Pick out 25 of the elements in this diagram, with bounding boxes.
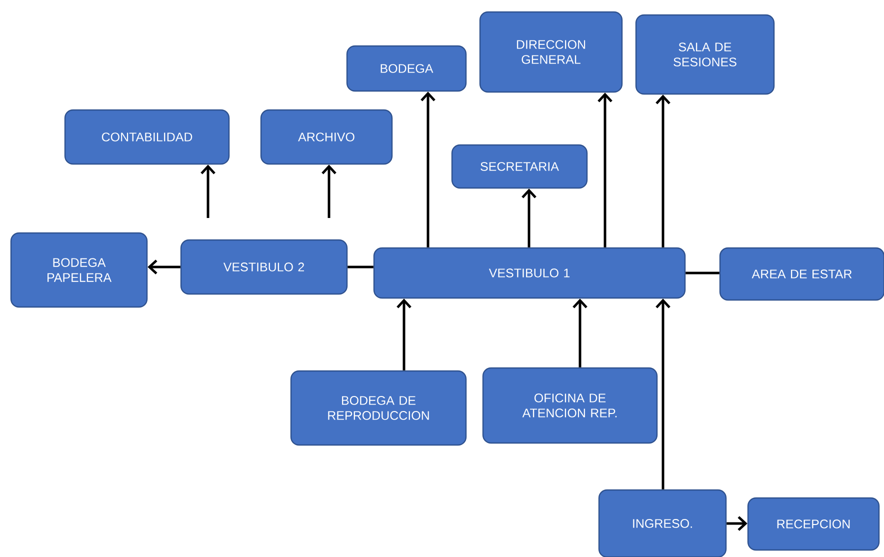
room-box: SALA DE SESIONES [635,14,775,95]
arrow [726,516,748,531]
room-box: SECRETARIA [451,144,588,189]
arrow [656,94,670,248]
arrow [572,298,588,368]
room-box: BODEGA [346,45,467,92]
arrow [148,260,180,274]
room-box: BODEGA PAPELERA [10,232,148,308]
arrow [598,92,612,248]
room-box: INGRESO. [598,489,727,557]
room-box: BODEGA DE REPRODUCCION [290,370,467,446]
room-box: OFICINA DE ATENCION REP. [482,367,658,444]
room-box: DIRECCION GENERAL [479,11,623,93]
room-box: RECEPCION [747,497,880,551]
room-box: AREA DE ESTAR [719,247,884,301]
arrow [322,164,336,218]
arrow [396,298,412,370]
room-box: CONTABILIDAD [64,109,230,165]
arrow [522,188,536,248]
arrow [200,164,216,218]
room-box: VESTIBULO 1 [373,247,686,299]
arrow [656,298,670,490]
room-box: ARCHIVO [260,109,393,165]
arrow [420,92,436,248]
room-box: VESTIBULO 2 [180,239,348,295]
